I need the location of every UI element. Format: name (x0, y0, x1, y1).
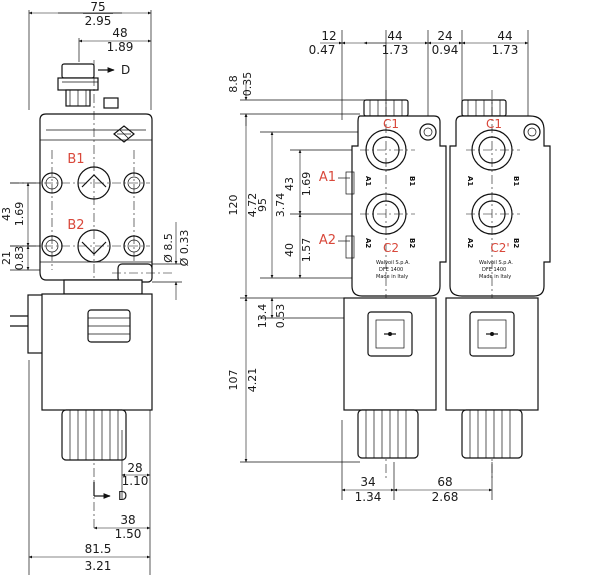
dim-95-inch: 3.74 (274, 193, 287, 218)
dim-120-inch: 4.72 (246, 193, 259, 218)
dim-hole-mm: Ø 8.5 (162, 233, 175, 263)
plate-line-2-left: DFE 1400 (379, 267, 403, 273)
body-port-a2-right: A2 (466, 238, 474, 248)
dim-21-inch: 0.83 (13, 246, 26, 271)
dim-24-mm: 24 (437, 29, 452, 43)
dim-75-inch: 2.95 (85, 14, 112, 28)
plate-line-2-right: DFE 1400 (482, 267, 506, 273)
dim-68-mm: 68 (437, 475, 452, 489)
dim-34-mm: 34 (360, 475, 375, 489)
dim-40-mm: 40 (283, 243, 296, 257)
dim-44a-mm: 44 (387, 29, 402, 43)
dim-38-inch: 1.50 (115, 527, 142, 541)
dim-28-mm: 28 (127, 461, 142, 475)
dim-48-mm: 48 (112, 26, 127, 40)
dim-13-4-mm: 13.4 (256, 304, 269, 329)
dim-44a-inch: 1.73 (382, 43, 409, 57)
solenoid-coil-left (343, 297, 437, 411)
plate-line-3-right: Made in Italy (479, 274, 511, 280)
dim-81-5-mm: 81.5 (85, 542, 112, 556)
dim-38-mm: 38 (120, 513, 135, 527)
port-label-c1-right: C1 (486, 117, 502, 131)
port-b1 (77, 166, 111, 200)
valve-section-right: A1 B1 A2 B2 Walvoil S.p.A. DFE 1400 Made… (445, 90, 551, 480)
port-label-b1: B1 (67, 152, 84, 167)
bolt-hole-bl (41, 235, 63, 257)
body-port-b1-left: B1 (408, 176, 416, 186)
body-port-a1-right: A1 (466, 176, 474, 186)
dim-81-5-inch: 3.21 (85, 559, 112, 573)
body-port-b2-left: B2 (408, 238, 416, 248)
drain-label-bottom: D (118, 489, 127, 503)
port-label-b2: B2 (67, 218, 84, 233)
plate-line-1-left: Walvoil S.p.A. (376, 260, 410, 266)
plate-line-1-right: Walvoil S.p.A. (479, 260, 513, 266)
bolt-hole-tr (123, 172, 145, 194)
dim-13-4-inch: 0.53 (274, 304, 287, 329)
body-port-b2-right: B2 (512, 238, 520, 248)
dim-8-8-mm: 8.8 (227, 75, 240, 93)
knurled-knob-left (357, 409, 419, 459)
dim-40-inch: 1.57 (300, 238, 313, 263)
dim-34-inch: 1.34 (355, 490, 382, 504)
solenoid-coil-right (445, 297, 539, 411)
port-label-c2-left: C2 (383, 241, 399, 255)
plate-line-3-left: Made in Italy (376, 274, 408, 280)
knurled-knob-right (461, 409, 523, 459)
valve-section-left: A1 B1 A2 B2 Walvoil S.p.A. DFE 1400 Made… (343, 90, 447, 480)
dim-48-inch: 1.89 (107, 40, 134, 54)
body-port-a1-left: A1 (364, 176, 372, 186)
port-b2 (77, 229, 111, 263)
dim-21-mm: 21 (0, 251, 13, 265)
dim-44b-mm: 44 (497, 29, 512, 43)
dim-24-inch: 0.94 (432, 43, 459, 57)
dim-95-mm: 95 (256, 198, 269, 212)
dim-44b-inch: 1.73 (492, 43, 519, 57)
dim-43-front-mm: 43 (283, 177, 296, 191)
dim-28-inch: 1.10 (122, 474, 149, 488)
dim-68-inch: 2.68 (432, 490, 459, 504)
port-label-a2: A2 (319, 233, 336, 248)
dim-120-mm: 120 (227, 195, 240, 216)
front-view: 12 0.47 44 1.73 24 0.94 44 1.73 8.8 0.35… (227, 29, 551, 504)
dim-107-inch: 4.21 (246, 368, 259, 393)
dim-43-front-inch: 1.69 (300, 172, 313, 197)
port-label-a1: A1 (319, 170, 336, 185)
dim-75-mm: 75 (90, 0, 105, 14)
bolt-hole-br (123, 235, 145, 257)
body-port-b1-right: B1 (512, 176, 520, 186)
dim-hole-inch: Ø 0.33 (178, 230, 191, 267)
dim-107-mm: 107 (227, 370, 240, 391)
bolt-hole-tl (41, 172, 63, 194)
body-port-a2-left: A2 (364, 238, 372, 248)
drain-label-top: D (121, 63, 130, 77)
port-label-c1-left: C1 (383, 117, 399, 131)
dim-12-mm: 12 (321, 29, 336, 43)
dim-12-inch: 0.47 (309, 43, 336, 57)
side-view: 75 2.95 48 1.89 D (0, 0, 191, 575)
dim-43-inch: 1.69 (13, 202, 26, 227)
dim-43-mm: 43 (0, 207, 13, 221)
port-label-c2-right: C2' (490, 241, 509, 255)
dim-8-8-inch: 0.35 (241, 72, 254, 97)
